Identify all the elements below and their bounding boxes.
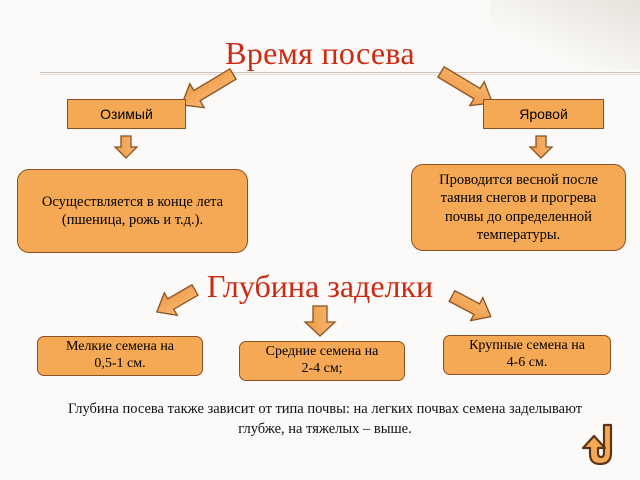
spring-sowing-label: Яровой <box>519 106 568 122</box>
spring-description-box: Проводится весной после таяния снегов и … <box>411 164 626 251</box>
return-arrow-icon[interactable] <box>578 420 628 470</box>
large-seeds-box: Крупные семена на 4-6 см. <box>443 335 611 375</box>
title-sowing-depth: Глубина заделки <box>206 268 434 304</box>
small-seeds-box: Мелкие семена на 0,5-1 см. <box>37 336 203 376</box>
soil-depth-note: Глубина посева также зависит от типа поч… <box>67 401 583 437</box>
large-seeds-text: Крупные семена на 4-6 см. <box>469 338 585 370</box>
arrow-down-winter-icon <box>113 135 139 159</box>
winter-sowing-box: Озимый <box>67 99 186 129</box>
arrow-depth-to-large-icon <box>448 289 492 322</box>
winter-description-box: Осуществляется в конце лета (пшеница, ро… <box>17 169 248 253</box>
spring-sowing-box: Яровой <box>483 99 604 129</box>
arrow-depth-to-medium-icon <box>303 305 337 337</box>
medium-seeds-box: Средние семена на 2-4 см; <box>239 341 405 381</box>
corner-decoration <box>490 0 640 70</box>
spring-description-text: Проводится весной после таяния снегов и … <box>439 172 598 243</box>
header-divider <box>40 72 640 73</box>
title-sowing-time: Время посева <box>225 35 415 71</box>
winter-description-text: Осуществляется в конце лета (пшеница, ро… <box>41 193 224 228</box>
arrow-title-to-spring-icon <box>437 65 494 107</box>
arrow-depth-to-small-icon <box>156 283 199 317</box>
small-seeds-text: Мелкие семена на 0,5-1 см. <box>65 339 175 371</box>
arrow-down-spring-icon <box>528 135 554 159</box>
medium-seeds-text: Средние семена на 2-4 см; <box>265 344 379 376</box>
header-divider-shadow <box>40 74 640 75</box>
winter-sowing-label: Озимый <box>100 106 153 122</box>
arrow-title-to-winter-icon <box>180 67 237 109</box>
